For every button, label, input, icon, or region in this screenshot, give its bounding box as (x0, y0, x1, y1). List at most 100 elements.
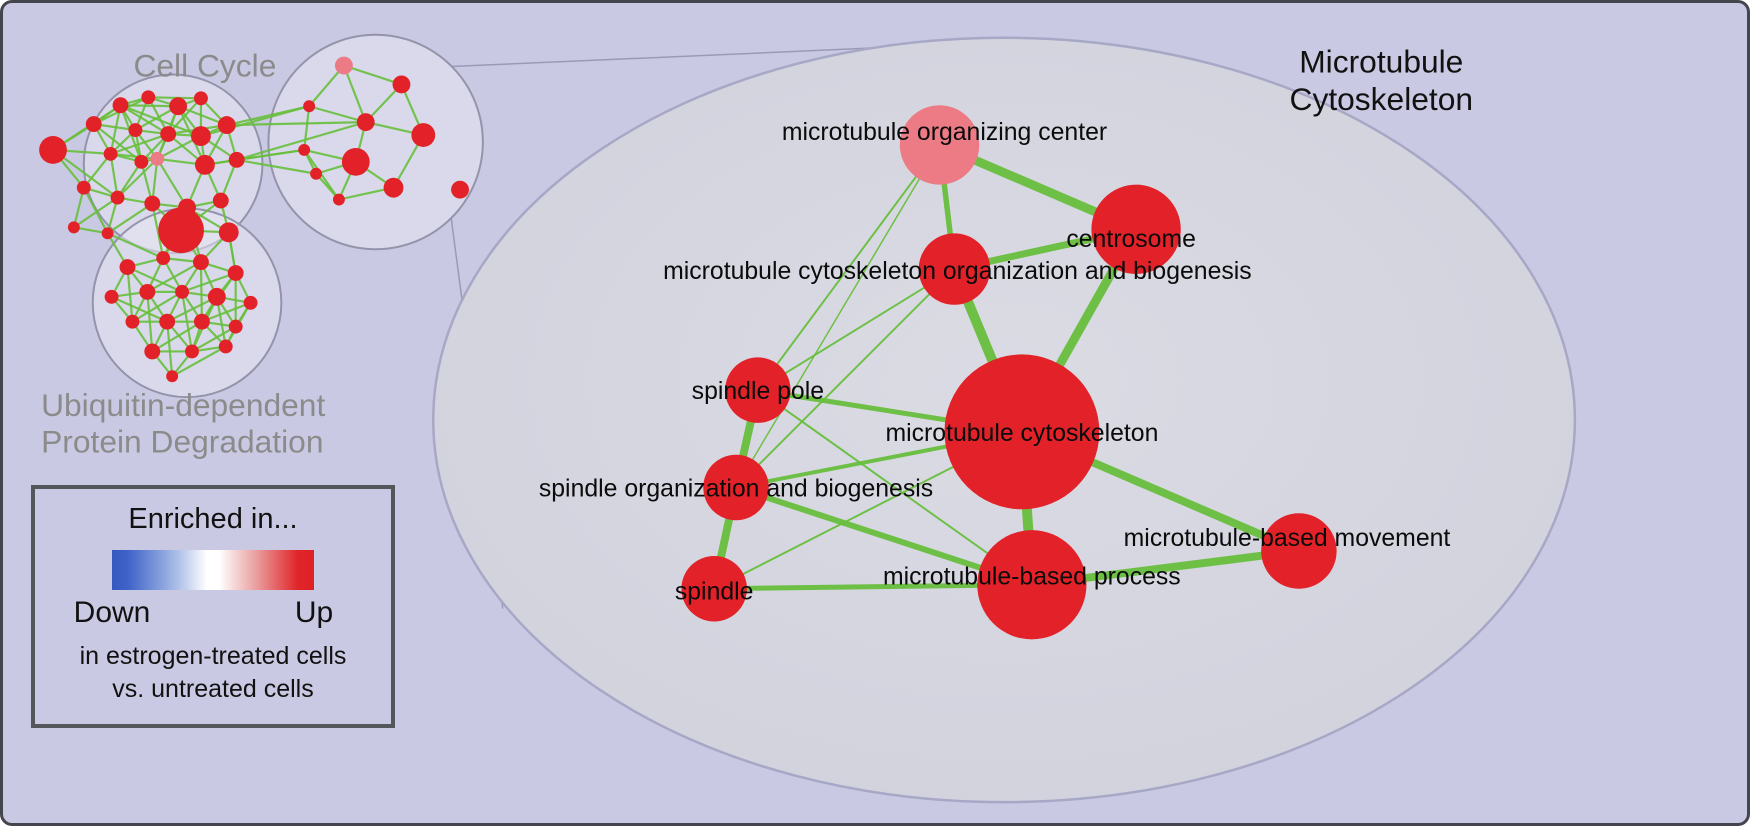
edge-moc-spindle_org (735, 144, 941, 489)
node-mt_cyto (944, 354, 1100, 510)
overview-edge (110, 152, 158, 160)
ubiquitin-label-line2: Protein Degradation (41, 424, 323, 460)
overview-node (160, 126, 177, 142)
overview-edge (308, 105, 367, 124)
overview-node (139, 283, 156, 300)
overview-edge (148, 96, 201, 100)
overview-node (310, 167, 323, 180)
edge-moc-spindle_pole (756, 143, 941, 392)
overview-node (383, 177, 404, 198)
overview-edge (181, 271, 237, 293)
overview-node (332, 193, 345, 206)
overview-edge (343, 64, 402, 86)
overview-edge (127, 266, 183, 293)
overview-node (451, 180, 469, 199)
legend-gradient-wrap: Down Up (74, 550, 333, 629)
overview-node (128, 123, 143, 138)
edge-org_bio-spindle_org (735, 268, 956, 489)
overview-edge (342, 65, 367, 123)
overview-node (228, 151, 245, 168)
overview-edge (166, 295, 218, 323)
overview-node (207, 287, 226, 306)
overview-node (341, 147, 370, 176)
overview-edge (201, 301, 251, 323)
overview-edge (236, 158, 317, 175)
node-spindle_pole (725, 357, 791, 423)
overview-edge (116, 158, 159, 199)
overview-node (243, 295, 258, 310)
edge-org_bio-spindle_pole (756, 268, 956, 392)
overview-node (156, 251, 171, 266)
overview-edge (82, 153, 112, 189)
overview-edge (171, 345, 227, 378)
overview-node (212, 192, 229, 209)
overview-node (85, 116, 102, 133)
node-label-moc: microtubule organizing center (782, 119, 1107, 146)
figure-canvas: microtubule organizing centercentrosomem… (39, 33, 1577, 804)
overview-edge (204, 148, 305, 166)
overview-edge (167, 97, 202, 135)
overview-node (144, 343, 161, 360)
overview-node (159, 313, 176, 330)
legend-up-label: Up (294, 596, 334, 629)
overview-edge (303, 106, 311, 151)
overview-node (228, 319, 243, 334)
overview-node (191, 126, 211, 146)
overview-edge (110, 133, 169, 155)
ubiquitin-label-line1: Ubiquitin-dependent (41, 387, 325, 423)
overview-node (150, 151, 165, 166)
overview-node (193, 313, 210, 330)
overview-edge (166, 321, 174, 377)
overview-node (141, 90, 156, 105)
overview-node (158, 207, 204, 254)
overview-edge (151, 320, 203, 353)
overview-node (125, 314, 140, 329)
overview-edge (109, 153, 119, 198)
legend-box: Enriched in... Down Up in estrogen-treat… (31, 485, 395, 728)
overview-edge (191, 325, 237, 353)
node-spindle_org (703, 454, 769, 521)
overview-edge (107, 232, 164, 260)
overview-node (392, 75, 411, 94)
legend-subtitle-line2: vs. untreated cells (112, 675, 314, 703)
overview-edge (109, 105, 122, 155)
overview-node (217, 116, 236, 135)
overview-edge (131, 290, 183, 323)
node-label-spindle: spindle (675, 579, 754, 606)
overview-node (218, 339, 233, 354)
overview-node (169, 97, 188, 116)
overview-nodes (39, 56, 469, 383)
node-label-mt_cyto: microtubule cytoskeleton (885, 420, 1158, 447)
overview-node (110, 190, 125, 205)
overview-edge (82, 187, 109, 234)
zoom-node-labels: microtubule organizing centercentrosomem… (539, 119, 1451, 606)
overview-edge (146, 261, 202, 293)
overview-edge (107, 202, 153, 235)
overview-node (411, 123, 436, 147)
overview-node (185, 344, 199, 359)
overview-edge (151, 203, 165, 259)
overview-edge (120, 104, 202, 138)
node-label-spindle_pole: spindle pole (692, 378, 824, 405)
overview-node (298, 143, 311, 156)
overview-node (103, 146, 118, 161)
node-org_bio (918, 233, 991, 305)
microtubule-title-line1: Microtubule (1299, 43, 1463, 79)
node-label-process: microtubule-based process (883, 564, 1181, 591)
overview-node (119, 259, 136, 276)
node-movement (1261, 513, 1337, 589)
overview-node (144, 195, 161, 212)
overview-node (334, 56, 353, 75)
overview-node (39, 136, 67, 164)
legend-gradient-bar (112, 550, 314, 590)
microtubule-title-line2: Cytoskeleton (1290, 81, 1474, 117)
overview-edge (156, 158, 188, 209)
overview-edge (226, 121, 366, 127)
overview-edge (200, 105, 310, 138)
node-label-spindle_org: spindle organization and biogenesis (539, 475, 933, 502)
cell-cycle-label: Cell Cycle (133, 47, 276, 83)
overview-node (134, 154, 149, 169)
overview-node (76, 180, 91, 195)
overview-edge (120, 104, 179, 108)
